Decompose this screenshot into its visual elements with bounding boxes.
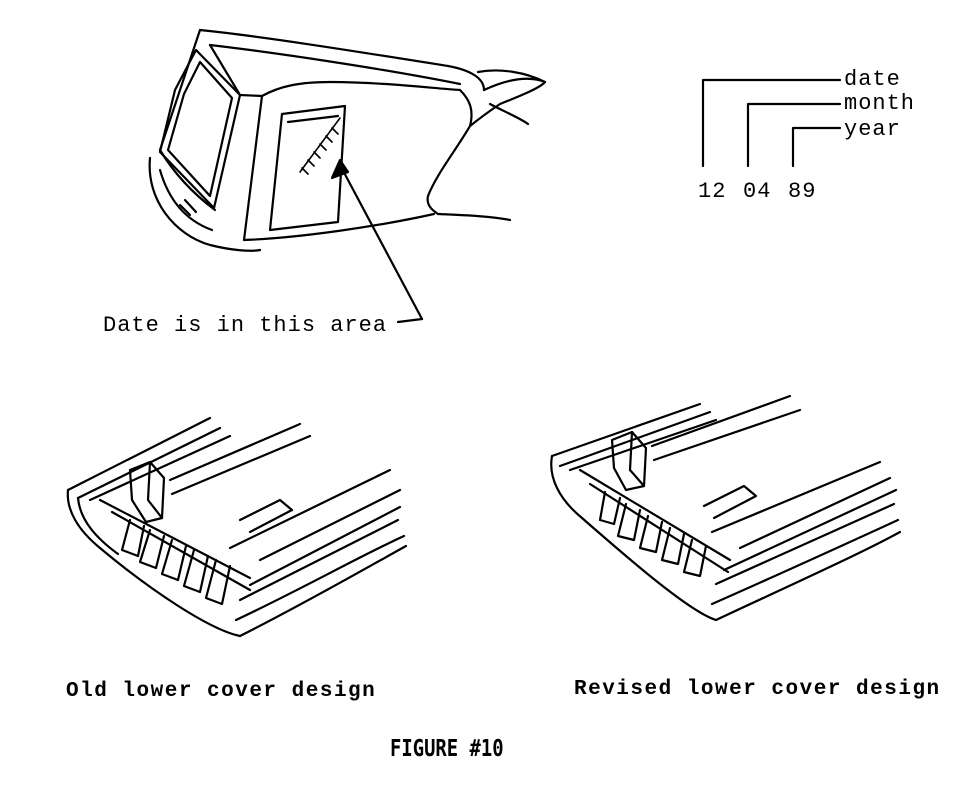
old-lower-cover-illustration [66, 416, 408, 638]
callout-arrow [330, 158, 424, 324]
legend-year-label: year [844, 117, 901, 142]
old-cover-caption: Old lower cover design [66, 680, 377, 703]
handheld-device-illustration [148, 28, 547, 252]
date-code-year-value: 89 [788, 179, 817, 204]
revised-cover-caption: Revised lower cover design [574, 678, 941, 701]
date-code-date-value: 12 [698, 179, 727, 204]
date-code-month-value: 04 [743, 179, 772, 204]
date-area-callout: Date is in this area [103, 313, 388, 338]
revised-lower-cover-illustration [550, 394, 902, 622]
legend-date-label: date [844, 67, 901, 92]
date-code-legend-lines [701, 78, 842, 168]
figure-label: FIGURE #10 [390, 736, 504, 762]
legend-month-label: month [844, 91, 916, 116]
